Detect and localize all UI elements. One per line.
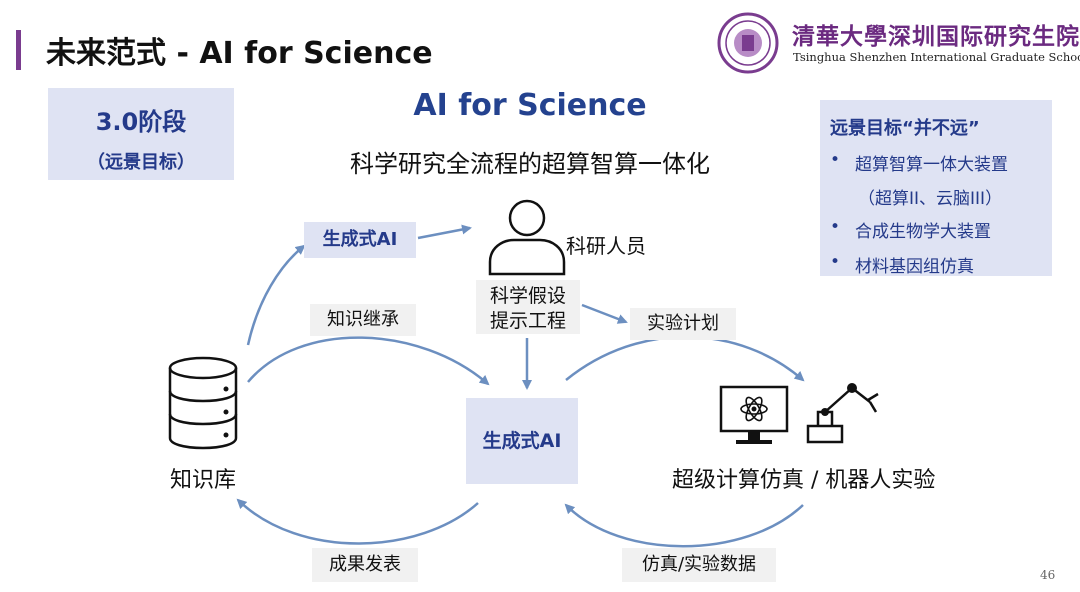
goal-bullet-icon: • (830, 150, 841, 170)
sim-data-label: 仿真/实验数据 (622, 548, 776, 582)
stage-sublabel: （远景目标） (87, 152, 195, 173)
stage-box (48, 88, 234, 180)
hypothesis-line1: 科学假设 (489, 285, 566, 307)
goal-item: 材料基因组仿真 (855, 257, 974, 277)
arrow-top-ai-to-researcher (417, 224, 472, 240)
experiment-plan-label: 实验计划 (630, 308, 736, 340)
school-name-en: Tsinghua Shenzhen International Graduate… (793, 50, 1080, 64)
main-title: AI for Science (413, 88, 647, 123)
goal-item: 合成生物学大装置 (855, 222, 991, 242)
goal-item: 超算智算一体大装置 (855, 155, 1008, 175)
researcher-label: 科研人员 (566, 234, 646, 258)
slide-title: 未来范式 - AI for Science (46, 36, 433, 71)
computer-atom-icon (719, 385, 789, 444)
goal-box (820, 100, 1052, 276)
goal-item: （超算II、云脑III） (858, 189, 1003, 209)
hypothesis-box (476, 280, 580, 334)
school-name-cn: 清華大學深圳国际研究生院 (792, 24, 1080, 50)
tsinghua-seal-icon (717, 12, 779, 74)
goal-title: 远景目标“并不远” (830, 118, 980, 139)
sim-robot-label: 超级计算仿真 / 机器人实验 (672, 468, 936, 493)
arrow-kb-to-top-ai (246, 244, 306, 346)
stage-label: 3.0阶段 (95, 108, 187, 136)
main-subtitle: 科学研究全流程的超算智算一体化 (350, 150, 710, 178)
hypothesis-line2: 提示工程 (489, 310, 566, 332)
arrow-kb-to-center-ai (247, 336, 490, 386)
robot-arm-icon (806, 383, 879, 444)
gen-ai-top-box: 生成式AI (304, 222, 416, 258)
researcher-icon (488, 199, 566, 276)
arrow-center-ai-to-sim (565, 335, 805, 382)
arrow-sim-to-center-ai (564, 503, 804, 548)
database-icon (168, 356, 238, 450)
gen-ai-center-box: 生成式AI (466, 398, 578, 484)
page-number: 46 (1040, 568, 1056, 582)
title-accent-bar (16, 30, 21, 70)
goal-bullet-icon: • (830, 217, 841, 237)
arrow-center-ai-to-kb (236, 498, 479, 545)
results-publish-label: 成果发表 (312, 548, 418, 582)
knowledge-base-label: 知识库 (170, 468, 237, 493)
arrow-hypothesis-to-plan (581, 303, 628, 324)
knowledge-inherit-label: 知识继承 (310, 304, 416, 336)
goal-bullet-icon: • (830, 252, 841, 272)
